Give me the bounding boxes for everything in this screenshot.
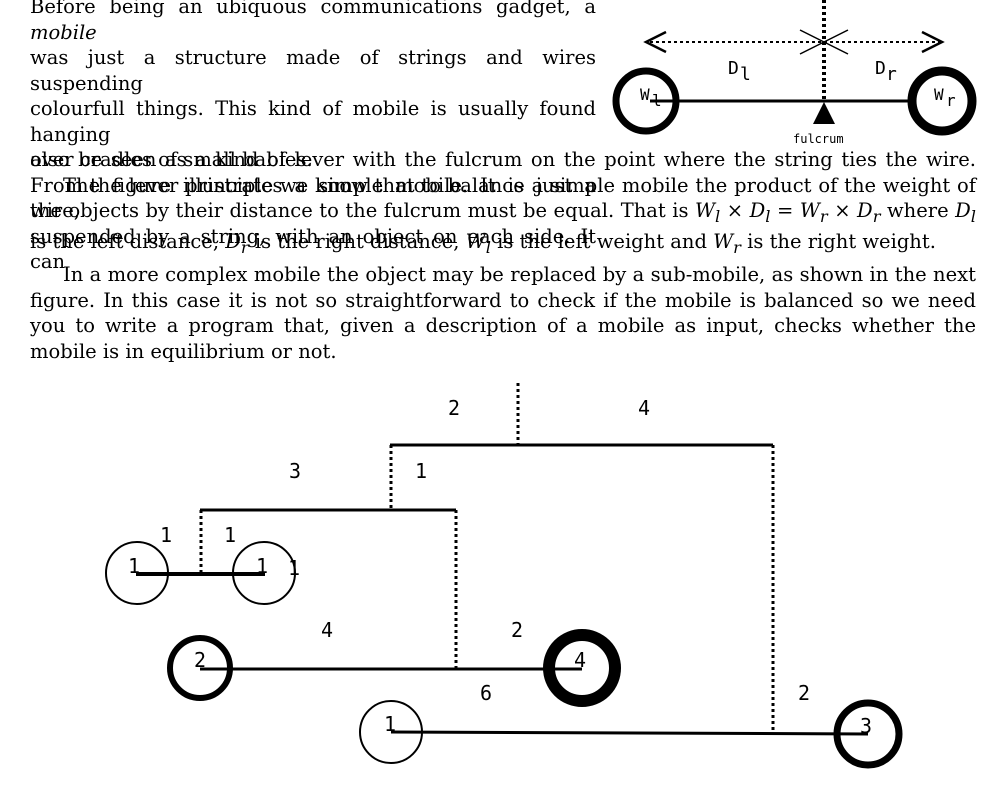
mobile-emphasis: mobile (30, 20, 97, 44)
bottom-left-distance: 6 (480, 681, 492, 705)
complex-mobile-figure: 2 4 3 1 1 1 1 1 1 4 2 2 4 6 2 1 3 (105, 383, 903, 769)
small-right-weight-label: 1 (256, 554, 268, 578)
lower-right-distance: 2 (511, 618, 523, 642)
lower-left-distance: 4 (321, 618, 333, 642)
right-arrowhead-icon (921, 30, 945, 54)
svg-text:r: r (946, 91, 956, 110)
bottom-right-distance: 2 (798, 681, 810, 705)
mid-right-distance: 1 (415, 459, 427, 483)
lever-paragraph: also be seen as a kind of lever with the… (30, 148, 976, 258)
svg-text:l: l (652, 91, 662, 110)
small-extra-label: 1 (288, 556, 300, 580)
mid-left-distance: 3 (289, 459, 301, 483)
lower-left-weight-label: 2 (194, 648, 206, 672)
top-left-distance: 2 (448, 396, 460, 420)
intro-line-4: over cradles of small babies. (30, 148, 313, 171)
small-right-distance: 1 (224, 523, 236, 547)
wr-label: W (934, 85, 944, 104)
bottom-left-weight-label: 1 (384, 712, 396, 736)
right-weight (907, 66, 977, 136)
dr-label: D (875, 58, 886, 79)
small-left-weight-label: 1 (128, 554, 140, 578)
intro-paragraph: Before being an ubiquous communications … (30, 0, 596, 275)
simple-mobile-figure: D l D r W l W r fulcrum (612, 0, 977, 146)
intro-line-5: The figure illustrates a simple mobile. … (30, 173, 596, 223)
top-right-distance: 4 (638, 396, 650, 420)
bottom-bar (390, 730, 869, 736)
fulcrum-icon (813, 102, 835, 124)
intro-line-3: colourfull things. This kind of mobile i… (30, 97, 596, 146)
svg-text:r: r (886, 64, 897, 85)
intro-line-6: suspended by a string, with an object on… (30, 224, 596, 274)
intro-line-1: Before being an ubiquous communications … (30, 0, 596, 18)
left-arrowhead-icon (643, 30, 667, 54)
dl-label: D (728, 58, 739, 79)
bottom-right-weight-label: 3 (860, 714, 872, 738)
wl-label: W (640, 85, 650, 104)
svg-text:l: l (740, 64, 751, 85)
intro-line-2: was just a structure made of strings and… (30, 46, 596, 95)
formula: Wl × Dl = Wr × Dr (695, 199, 881, 226)
fulcrum-label: fulcrum (793, 132, 844, 146)
small-left-distance: 1 (160, 523, 172, 547)
complex-mobile-paragraph: In a more complex mobile the object may … (30, 263, 976, 363)
lower-right-weight-label: 4 (574, 648, 586, 672)
